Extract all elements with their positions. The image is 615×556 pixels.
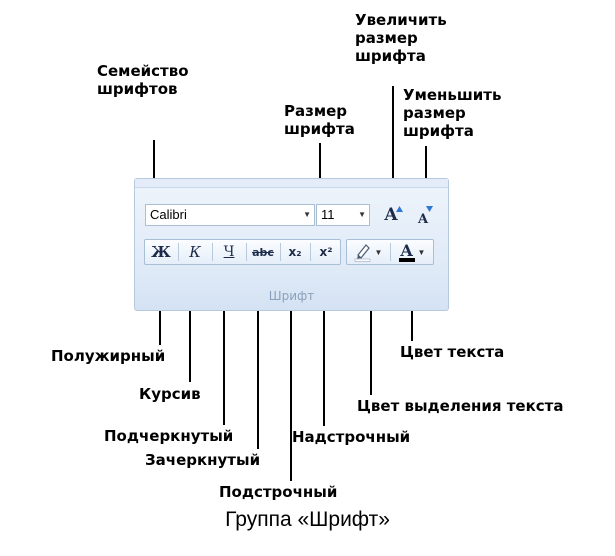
underline-icon: Ч xyxy=(223,244,235,260)
chevron-down-icon[interactable]: ▼ xyxy=(374,247,383,257)
leader-font-family xyxy=(153,140,155,200)
subscript-button[interactable]: x₂ xyxy=(281,240,309,264)
leader-subscript xyxy=(290,262,292,481)
highlighter-icon xyxy=(354,244,370,262)
separator xyxy=(280,243,281,261)
bold-icon: Ж xyxy=(151,243,171,261)
chevron-down-icon[interactable]: ▼ xyxy=(417,247,426,257)
text-color-button[interactable]: A ▼ xyxy=(391,240,433,264)
arrow-up-icon xyxy=(396,206,403,212)
strikethrough-icon: abc xyxy=(252,245,274,259)
font-group-label: Шрифт xyxy=(268,289,315,303)
italic-icon: К xyxy=(189,243,201,261)
leader-grow-font xyxy=(392,86,394,199)
underline-button[interactable]: Ч xyxy=(213,240,245,264)
leader-font-size xyxy=(319,143,321,200)
leader-italic xyxy=(189,262,191,382)
font-family-value: Calibri xyxy=(150,207,187,222)
separator xyxy=(310,243,311,261)
leader-underline xyxy=(223,262,225,425)
callout-text-color: Цвет текста xyxy=(400,343,505,361)
callout-underline: Подчеркнутый xyxy=(104,427,234,445)
font-ribbon-group: Calibri ▼ 11 ▼ A A Ж К Ч abc x₂ xyxy=(134,178,449,311)
leader-highlight-color xyxy=(370,262,372,395)
separator xyxy=(212,243,213,261)
callout-bold: Полужирный xyxy=(51,347,166,365)
separator xyxy=(178,243,179,261)
text-color-bar xyxy=(398,257,415,262)
callout-font-size: Размер шрифта xyxy=(284,102,355,138)
font-size-value: 11 xyxy=(321,207,335,222)
callout-grow-font: Увеличить размер шрифта xyxy=(355,11,447,65)
callout-italic: Курсив xyxy=(139,385,201,403)
callout-font-family: Семейство шрифтов xyxy=(97,62,189,98)
ribbon-top-edge xyxy=(135,179,448,188)
callout-highlight-color: Цвет выделения текста xyxy=(357,397,564,415)
font-family-combo[interactable]: Calibri ▼ xyxy=(145,204,315,226)
callout-superscript: Надстрочный xyxy=(292,428,411,446)
callout-strikethrough: Зачеркнутый xyxy=(145,451,261,469)
shrink-font-button[interactable]: A xyxy=(411,205,435,229)
grow-font-button[interactable]: A xyxy=(377,203,405,227)
leader-shrink-font xyxy=(425,146,427,202)
text-color-icon: A xyxy=(398,240,415,262)
separator xyxy=(246,243,247,261)
subscript-icon: x₂ xyxy=(288,245,302,259)
italic-button[interactable]: К xyxy=(179,240,211,264)
separator xyxy=(390,243,391,261)
callout-subscript: Подстрочный xyxy=(219,483,338,501)
arrow-down-icon xyxy=(426,206,433,212)
text-color-glyph: A xyxy=(400,240,413,260)
figure-caption: Группа «Шрифт» xyxy=(225,508,390,531)
chevron-down-icon[interactable]: ▼ xyxy=(303,210,311,219)
superscript-button[interactable]: x² xyxy=(311,240,341,264)
bold-button[interactable]: Ж xyxy=(145,240,177,264)
leader-superscript xyxy=(323,262,325,426)
callout-shrink-font: Уменьшить размер шрифта xyxy=(403,86,502,140)
font-size-combo[interactable]: 11 ▼ xyxy=(316,204,370,226)
color-buttons-group: ▼ A ▼ xyxy=(346,239,434,265)
highlight-color-button[interactable]: ▼ xyxy=(347,240,389,264)
chevron-down-icon[interactable]: ▼ xyxy=(358,210,366,219)
strikethrough-button[interactable]: abc xyxy=(247,240,279,264)
shrink-font-icon: A xyxy=(417,211,429,227)
format-buttons-group: Ж К Ч abc x₂ x² xyxy=(144,239,341,265)
grow-font-icon: A xyxy=(384,205,398,225)
superscript-icon: x² xyxy=(319,245,333,259)
leader-strikethrough xyxy=(257,262,259,449)
